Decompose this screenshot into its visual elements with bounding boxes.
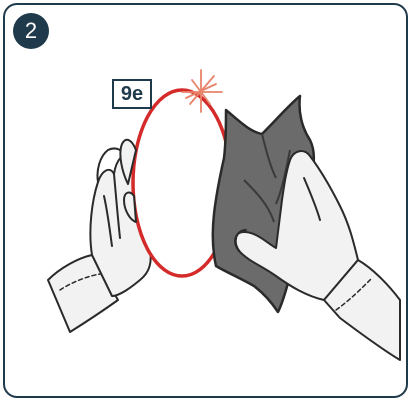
part-label: 9e xyxy=(112,79,152,109)
step-number-badge: 2 xyxy=(13,13,49,49)
